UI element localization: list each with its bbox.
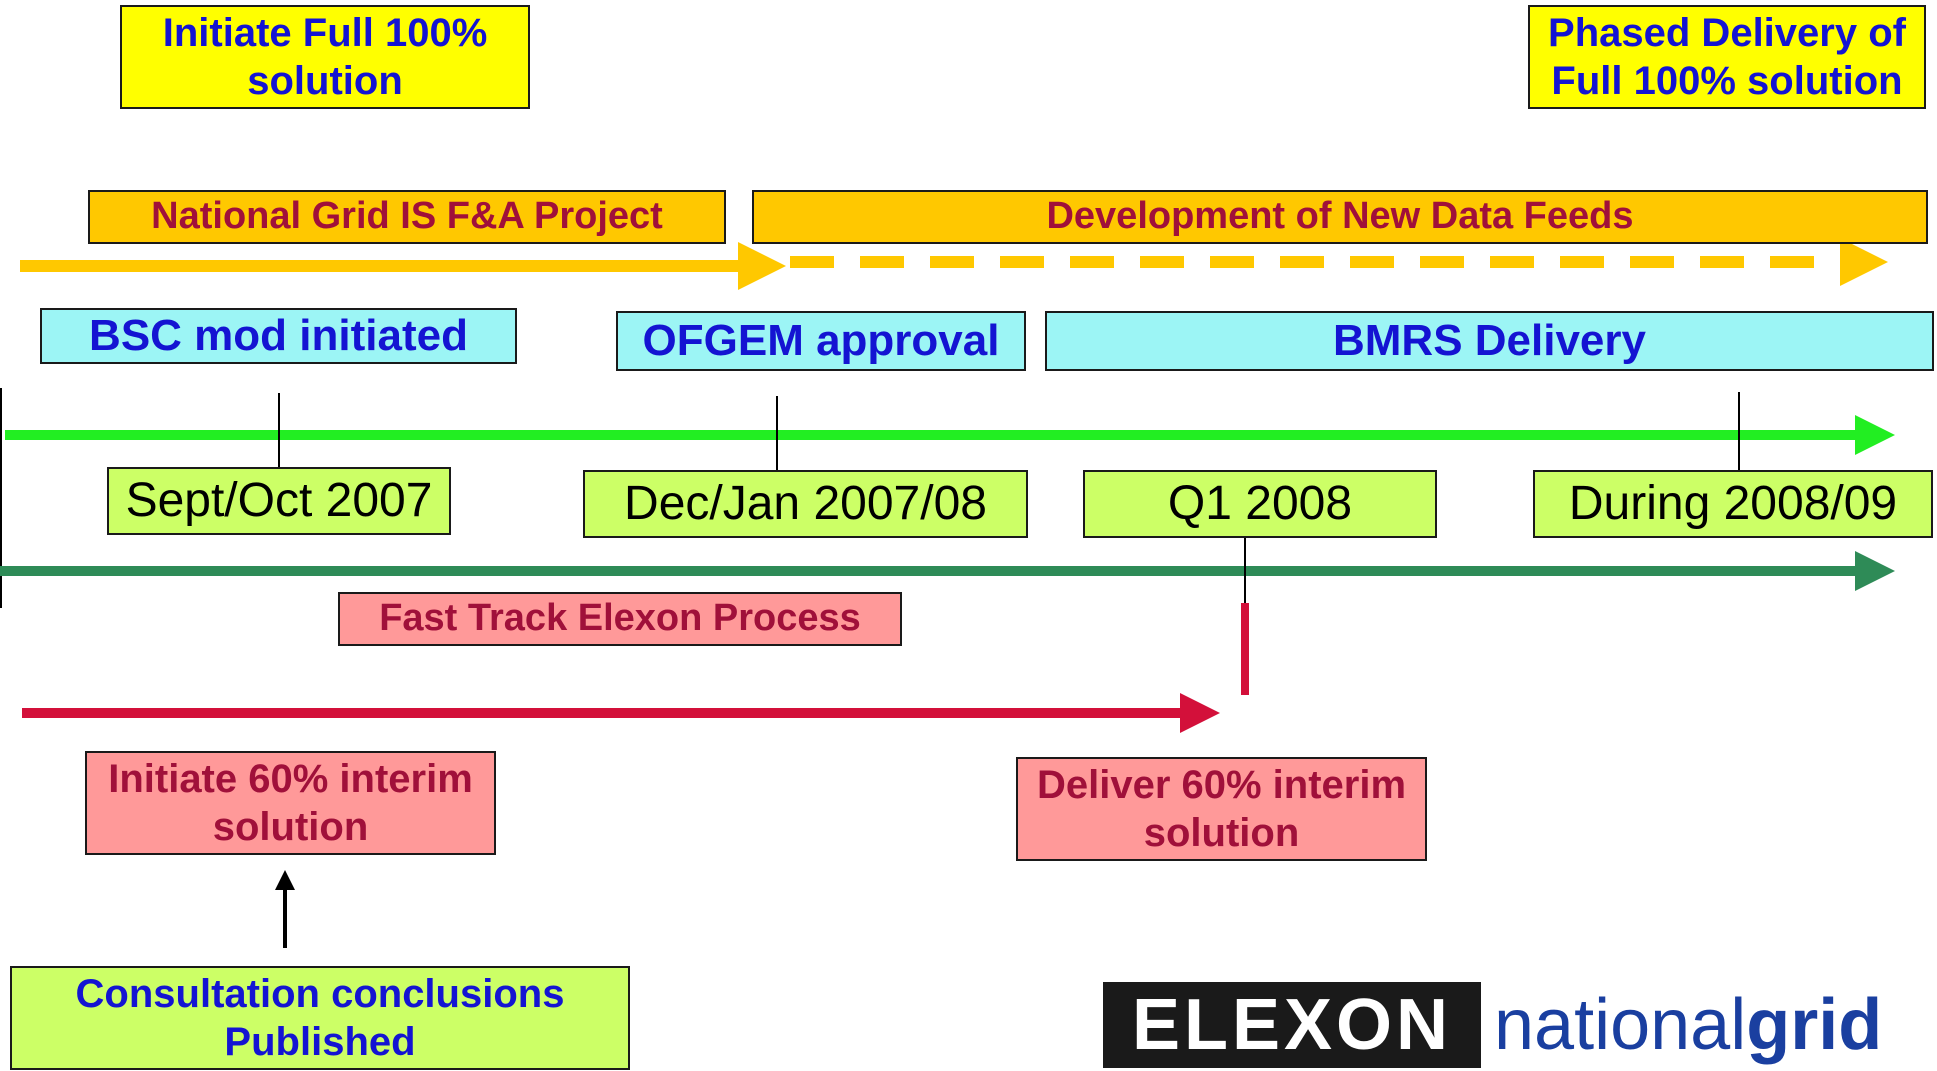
- initiate-full-solution-box: Initiate Full 100% solution: [120, 5, 530, 109]
- bmrs-delivery-box: BMRS Delivery: [1045, 311, 1934, 371]
- national-grid-logo-bold: grid: [1746, 985, 1883, 1065]
- national-grid-logo-light: national: [1494, 985, 1747, 1065]
- deliver-interim-box: Deliver 60% interim solution: [1016, 757, 1427, 861]
- date-during-2008-09: During 2008/09: [1533, 470, 1933, 538]
- phased-delivery-box: Phased Delivery of Full 100% solution: [1528, 5, 1926, 109]
- date-dec-jan-2007-08: Dec/Jan 2007/08: [583, 470, 1028, 538]
- date-sept-oct-2007: Sept/Oct 2007: [107, 467, 451, 535]
- ng-project-bar: National Grid IS F&A Project: [88, 190, 726, 244]
- date-q1-2008: Q1 2008: [1083, 470, 1437, 538]
- consultation-published-box: Consultation conclusions Published: [10, 966, 630, 1070]
- initiate-interim-box: Initiate 60% interim solution: [85, 751, 496, 855]
- bsc-mod-box: BSC mod initiated: [40, 308, 517, 364]
- data-feeds-bar: Development of New Data Feeds: [752, 190, 1928, 244]
- fast-track-process-box: Fast Track Elexon Process: [338, 592, 902, 646]
- ofgem-approval-box: OFGEM approval: [616, 311, 1026, 371]
- elexon-logo: ELEXON: [1103, 982, 1481, 1068]
